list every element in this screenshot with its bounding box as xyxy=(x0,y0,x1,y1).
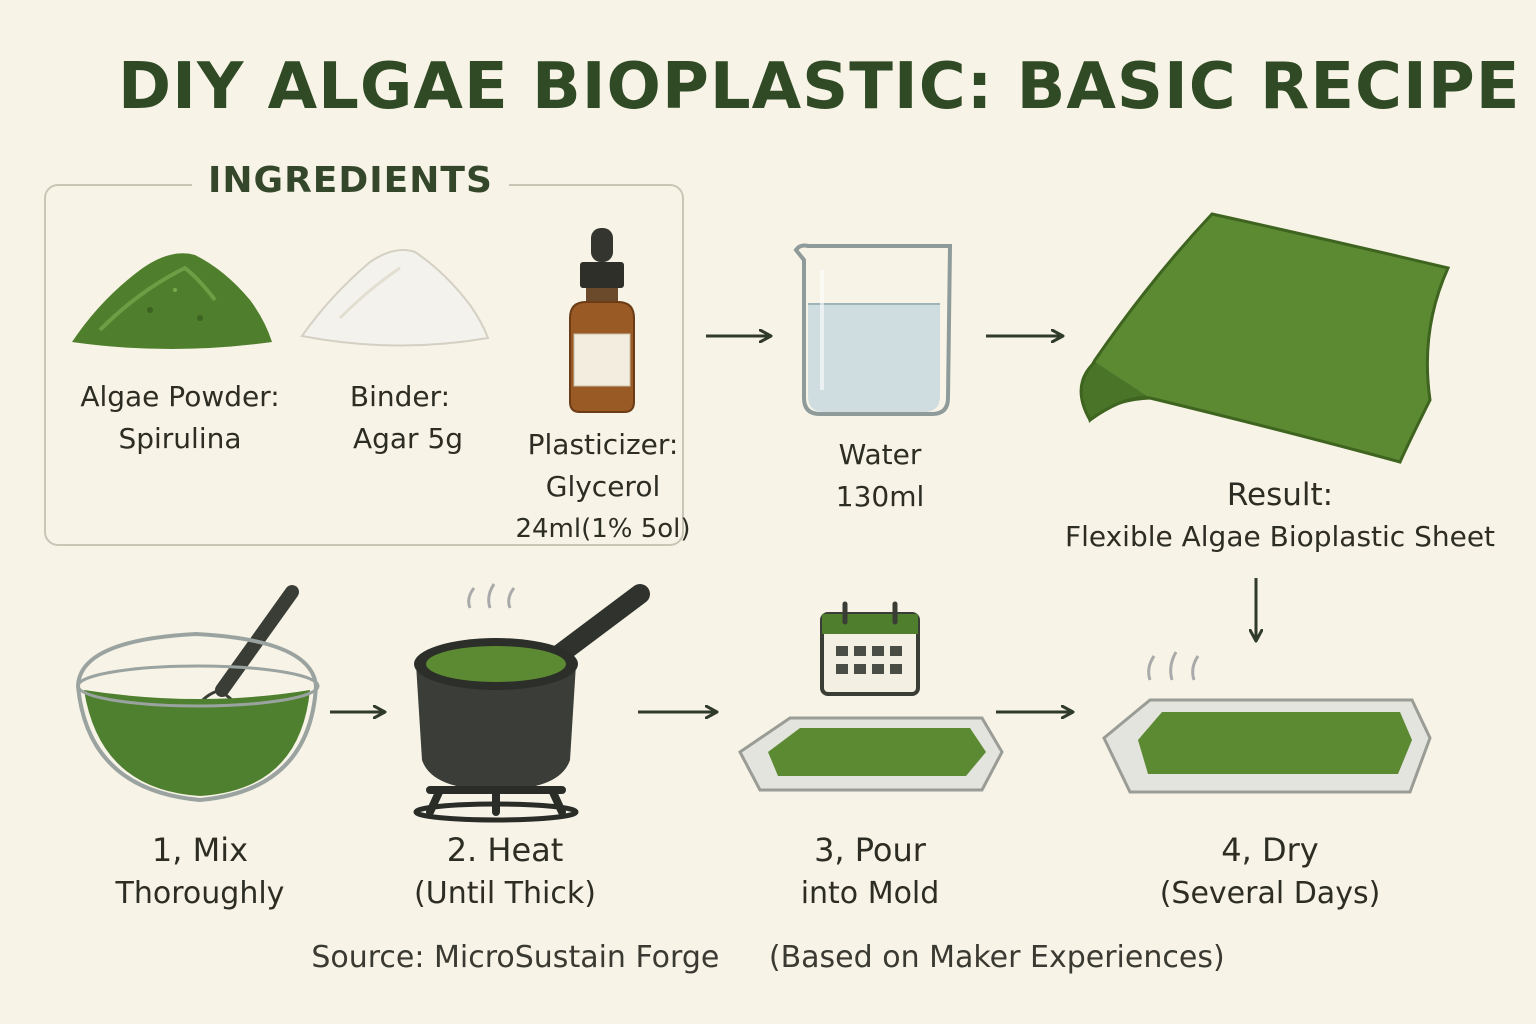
plasticizer-label-line3: 24ml(1% 5ol) xyxy=(515,514,691,544)
cooking-pot-icon xyxy=(413,583,650,823)
mold-tray-icon xyxy=(738,716,1004,792)
page-title: DIY ALGAE BIOPLASTIC: BASIC RECIPE xyxy=(118,50,1521,124)
mixing-bowl-icon xyxy=(75,585,320,803)
source-note: (Based on Maker Experiences) xyxy=(768,940,1225,975)
step-dry: 4, Dry (Several Days) xyxy=(1120,828,1420,916)
water-label-line2: 130ml xyxy=(835,480,925,513)
step-pour: 3, Pour into Mold xyxy=(730,828,1010,916)
plasticizer-label-line2: Glycerol xyxy=(545,470,661,503)
algae-label: Algae Powder: Spirulina xyxy=(60,376,300,460)
source-footer: Source: MicroSustain Forge (Based on Mak… xyxy=(0,940,1536,975)
binder-label-line1: Binder: xyxy=(349,380,451,413)
binder-label-line2: Agar 5g xyxy=(352,422,464,455)
step-heat-detail: (Until Thick) xyxy=(414,876,596,911)
ingredients-heading: INGREDIENTS xyxy=(192,160,509,201)
water-label: Water 130ml xyxy=(780,434,980,518)
result-label: Result: Flexible Algae Bioplastic Sheet xyxy=(1030,474,1530,558)
binder-label: Binder: Agar 5g xyxy=(300,376,500,460)
water-beaker-icon xyxy=(793,243,953,416)
drying-tray-icon xyxy=(1102,651,1432,794)
calendar-icon xyxy=(820,601,920,696)
step-pour-title: 3, Pour xyxy=(814,831,926,869)
source-text: Source: MicroSustain Forge xyxy=(311,940,720,975)
result-label-line1: Result: xyxy=(1226,477,1334,513)
algae-label-line1: Algae Powder: xyxy=(80,380,280,413)
water-label-line1: Water xyxy=(838,438,922,471)
algae-label-line2: Spirulina xyxy=(118,422,242,455)
step-heat-title: 2. Heat xyxy=(446,831,564,869)
step-dry-title: 4, Dry xyxy=(1221,831,1319,869)
result-label-line2: Flexible Algae Bioplastic Sheet xyxy=(1064,520,1496,553)
step-mix-detail: Thoroughly xyxy=(115,876,285,911)
step-heat: 2. Heat (Until Thick) xyxy=(360,828,650,916)
step-dry-detail: (Several Days) xyxy=(1159,876,1381,911)
plasticizer-label-line1: Plasticizer: xyxy=(527,428,679,461)
bioplastic-sheet-icon xyxy=(1079,212,1451,464)
algae-powder-icon xyxy=(72,253,272,349)
step-mix: 1, Mix Thoroughly xyxy=(60,828,340,916)
step-pour-detail: into Mold xyxy=(800,876,940,911)
plasticizer-label: Plasticizer: Glycerol 24ml(1% 5ol) xyxy=(498,424,708,550)
flow-arrows xyxy=(330,336,1256,712)
step-mix-title: 1, Mix xyxy=(151,831,249,869)
agar-powder-icon xyxy=(300,249,490,347)
glycerol-bottle-icon xyxy=(569,228,635,413)
